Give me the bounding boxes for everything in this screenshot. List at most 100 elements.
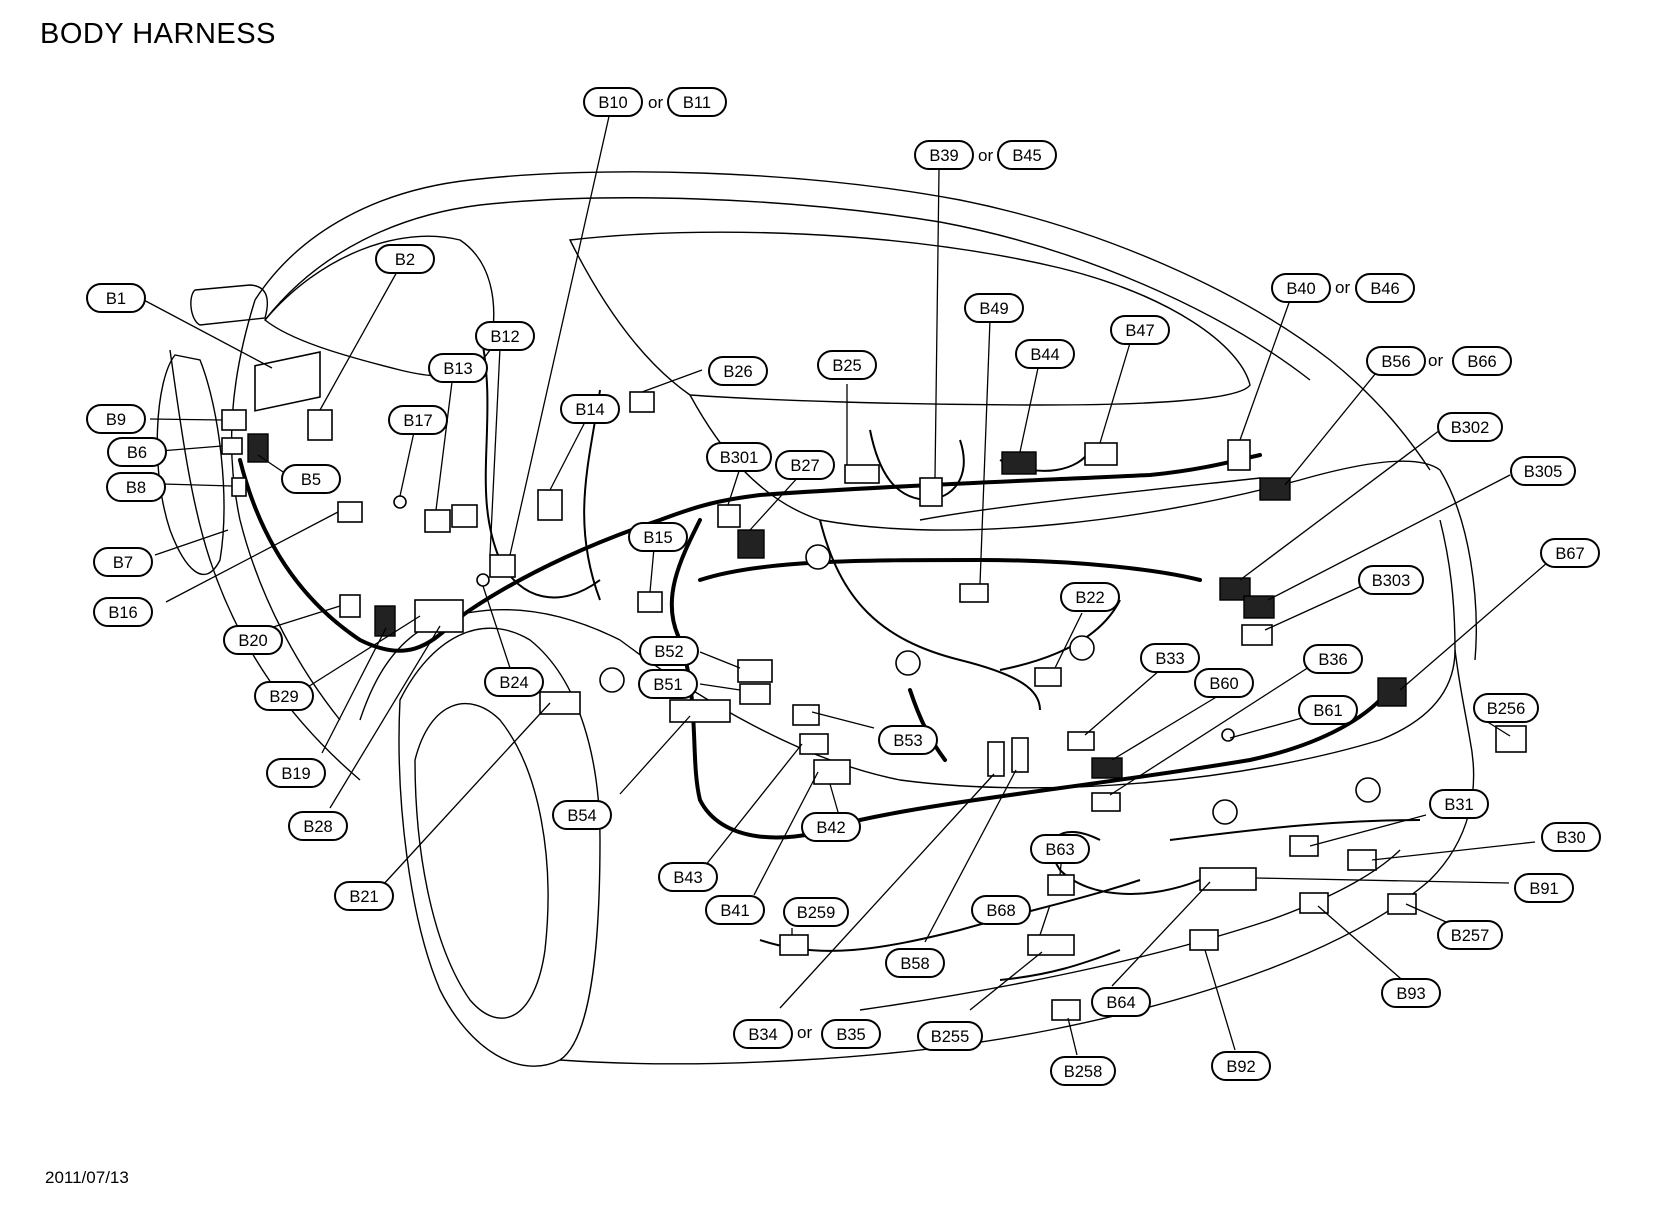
label-box-b303 <box>1358 565 1424 595</box>
label-b258: B258 <box>1050 1056 1116 1086</box>
or-text-b34-b35: or <box>797 1023 812 1042</box>
connector-b93 <box>1299 892 1329 914</box>
connector-b305 <box>1243 595 1275 619</box>
or-texts: or or or or or <box>648 93 1443 1042</box>
label-box-b2 <box>375 244 435 274</box>
label-b5: B5 <box>281 464 341 494</box>
connector-b47 <box>1084 442 1118 466</box>
label-b17: B17 <box>388 405 448 435</box>
label-b39: B39 <box>914 140 974 170</box>
label-box-b41 <box>705 895 765 925</box>
label-box-b27 <box>775 450 835 480</box>
label-box-b301 <box>706 442 772 472</box>
label-box-b47 <box>1110 315 1170 345</box>
label-box-b12 <box>475 321 535 351</box>
label-text-b39: B39 <box>929 147 958 165</box>
connector-b91 <box>1199 867 1257 891</box>
connector-b40 <box>1227 439 1251 471</box>
label-text-b43: B43 <box>673 869 702 887</box>
label-box-b24 <box>484 667 544 697</box>
label-box-b30 <box>1541 822 1601 852</box>
label-text-b54: B54 <box>567 807 596 825</box>
label-b46: B46 <box>1355 273 1415 303</box>
label-box-b51 <box>638 669 698 699</box>
connector-b43 <box>799 733 829 755</box>
label-b44: B44 <box>1015 339 1075 369</box>
label-b255: B255 <box>917 1021 983 1051</box>
connector-b67 <box>1377 677 1407 707</box>
label-b7: B7 <box>93 547 153 577</box>
connector-symbols <box>221 351 1527 1021</box>
label-box-b302 <box>1437 412 1503 442</box>
label-box-b67 <box>1540 538 1600 568</box>
label-text-b22: B22 <box>1075 589 1104 607</box>
label-box-b40 <box>1271 273 1331 303</box>
label-b54: B54 <box>552 800 612 830</box>
label-b2: B2 <box>375 244 435 274</box>
label-box-b92 <box>1211 1051 1271 1081</box>
label-box-b91 <box>1514 873 1574 903</box>
label-text-b42: B42 <box>816 819 845 837</box>
label-box-b54 <box>552 800 612 830</box>
connector-b12 <box>489 554 516 578</box>
label-text-b68: B68 <box>986 902 1015 920</box>
connector-b33 <box>1067 731 1095 751</box>
label-b36: B36 <box>1303 644 1363 674</box>
label-box-b36 <box>1303 644 1363 674</box>
label-box-b61 <box>1298 695 1358 725</box>
label-box-b6 <box>107 437 167 467</box>
label-b42: B42 <box>801 812 861 842</box>
label-text-b64: B64 <box>1106 994 1135 1012</box>
label-b31: B31 <box>1429 789 1489 819</box>
label-box-b45 <box>997 140 1057 170</box>
label-text-b33: B33 <box>1155 650 1184 668</box>
label-box-b258 <box>1050 1056 1116 1086</box>
leader-lines <box>139 111 1556 1056</box>
label-box-b26 <box>708 356 768 386</box>
connector-b53 <box>792 704 820 726</box>
label-text-b6: B6 <box>127 444 147 462</box>
label-b33: B33 <box>1140 643 1200 673</box>
label-b49: B49 <box>964 293 1024 323</box>
connector-b301 <box>717 504 741 528</box>
label-b22: B22 <box>1060 582 1120 612</box>
label-box-b17 <box>388 405 448 435</box>
label-text-b44: B44 <box>1030 346 1059 364</box>
connector-b56 <box>1259 477 1291 501</box>
connector-b20 <box>339 594 361 618</box>
label-b43: B43 <box>658 862 718 892</box>
label-text-b31: B31 <box>1444 796 1473 814</box>
connector-b31 <box>1289 835 1319 857</box>
label-b41: B41 <box>705 895 765 925</box>
connector-b22 <box>1034 667 1062 687</box>
connector-b302 <box>1219 577 1251 601</box>
label-b19: B19 <box>266 758 326 788</box>
label-text-b21: B21 <box>349 888 378 906</box>
label-b6: B6 <box>107 437 167 467</box>
label-box-b34 <box>733 1019 793 1049</box>
label-text-b93: B93 <box>1396 985 1425 1003</box>
label-box-b21 <box>334 881 394 911</box>
relay-box <box>254 351 321 412</box>
connector-b26 <box>629 391 655 413</box>
label-b64: B64 <box>1091 987 1151 1017</box>
label-box-b35 <box>821 1019 881 1049</box>
label-box-b259 <box>783 897 849 927</box>
label-text-b1: B1 <box>106 290 126 308</box>
connector-b6 <box>221 437 243 455</box>
label-text-b14: B14 <box>575 401 604 419</box>
label-b256: B256 <box>1473 693 1539 723</box>
label-b34: B34 <box>733 1019 793 1049</box>
grommet-2 <box>805 544 831 570</box>
label-text-b60: B60 <box>1209 675 1238 693</box>
connector-b39 <box>919 477 943 507</box>
label-text-b56: B56 <box>1381 353 1410 371</box>
label-text-b66: B66 <box>1467 353 1496 371</box>
label-b28: B28 <box>288 811 348 841</box>
label-b53: B53 <box>878 725 938 755</box>
label-b257: B257 <box>1437 920 1503 950</box>
label-b58: B58 <box>885 948 945 978</box>
label-text-b259: B259 <box>797 904 836 922</box>
connector-b5 <box>247 433 269 463</box>
